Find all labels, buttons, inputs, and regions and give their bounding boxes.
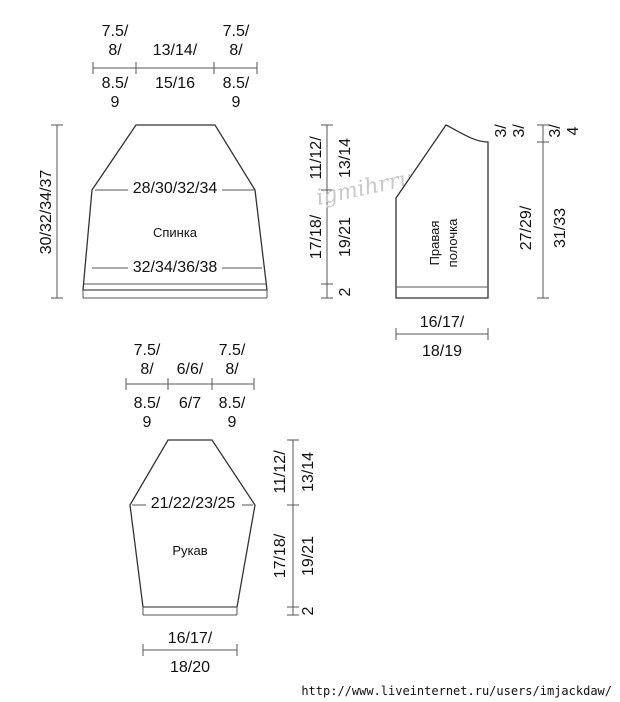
back-chest-bg — [128, 177, 222, 195]
front-height-b: 31/33 — [552, 208, 569, 248]
sleeve-outline — [129, 439, 256, 608]
back-hem-bg — [128, 256, 222, 274]
sleeve-body-a: 17/18/ — [272, 533, 289, 578]
footer-url: http://www.liveinternet.ru/users/imjackd… — [301, 684, 612, 698]
back-shoulder-left-2: 8/ — [108, 42, 122, 59]
back-shoulder-right-4: 9 — [232, 94, 241, 111]
sleeve-top-right-1: 7.5/ — [219, 342, 246, 359]
front-piece-group: Правая полочка 16/17/ 18/19 3/ 3/ 3/ 4 2… — [395, 124, 582, 360]
front-neck-d: 4 — [565, 126, 582, 135]
sleeve-top-left-3: 8.5/ — [134, 395, 161, 412]
back-shoulder-left-1: 7.5/ — [102, 23, 129, 40]
sleeve-rib: 2 — [300, 606, 317, 615]
sleeve-body-b: 19/21 — [300, 536, 317, 576]
sleeve-top-right-3: 8.5/ — [219, 395, 246, 412]
scale-raglan-b: 13/14 — [337, 138, 354, 178]
back-shoulder-right-2: 8/ — [229, 42, 243, 59]
sleeve-top-mid-2: 6/7 — [179, 395, 201, 412]
scale-raglan-a: 11/12/ — [308, 136, 325, 180]
back-chest-label: 28/30/32/34 — [133, 180, 218, 197]
front-name-1: Правая — [427, 221, 442, 266]
front-width-b: 18/19 — [422, 343, 462, 360]
back-shoulder-left-4: 9 — [111, 94, 120, 111]
front-name-2: полочка — [445, 218, 460, 267]
back-hem-label: 32/34/36/38 — [133, 259, 218, 276]
sleeve-top-mid-1: 6/6/ — [177, 361, 204, 378]
scale-rib: 2 — [337, 287, 354, 296]
scale-body-a: 17/18/ — [308, 214, 325, 259]
sleeve-raglan-a: 11/12/ — [272, 450, 289, 494]
back-shoulder-right-3: 8.5/ — [223, 75, 250, 92]
front-neck-b: 3/ — [511, 124, 528, 138]
sleeve-cuff-b: 18/20 — [170, 659, 210, 676]
back-neck-2: 15/16 — [155, 75, 195, 92]
armhole-scale: 11/12/ 13/14 17/18/ 19/21 2 — [308, 124, 354, 299]
back-neck-1: 13/14/ — [153, 42, 198, 59]
back-shoulder-right-1: 7.5/ — [223, 23, 250, 40]
back-shoulder-left-3: 8.5/ — [102, 75, 129, 92]
back-name: Спинка — [153, 225, 198, 240]
back-height-label: 30/32/34/37 — [38, 170, 55, 255]
front-outline — [395, 124, 489, 299]
front-height-a: 27/29/ — [518, 205, 535, 250]
scale-body-b: 19/21 — [337, 217, 354, 257]
sleeve-top-left-4: 9 — [143, 414, 152, 431]
sleeve-raglan-b: 13/14 — [300, 452, 317, 492]
sleeve-top-left-2: 8/ — [140, 361, 154, 378]
front-width-a: 16/17/ — [420, 314, 465, 331]
sleeve-top-right-2: 8/ — [225, 361, 239, 378]
sleeve-piece-group: 7.5/ 8/ 8.5/ 9 6/6/ 6/7 7.5/ 8/ 8.5/ 9 2… — [125, 342, 317, 676]
front-neck-c: 3/ — [547, 124, 564, 138]
sleeve-cuff-a: 16/17/ — [168, 630, 213, 647]
back-piece-group: 7.5/ 8/ 8.5/ 9 13/14/ 15/16 7.5/ 8/ 8.5/… — [38, 23, 268, 299]
sleeve-upper-label: 21/22/23/25 — [151, 495, 236, 512]
sleeve-top-right-4: 9 — [228, 414, 237, 431]
sleeve-upper-bg — [146, 492, 242, 510]
sleeve-top-left-1: 7.5/ — [134, 342, 161, 359]
sleeve-name: Рукав — [172, 543, 207, 558]
front-neck-a: 3/ — [493, 124, 510, 138]
